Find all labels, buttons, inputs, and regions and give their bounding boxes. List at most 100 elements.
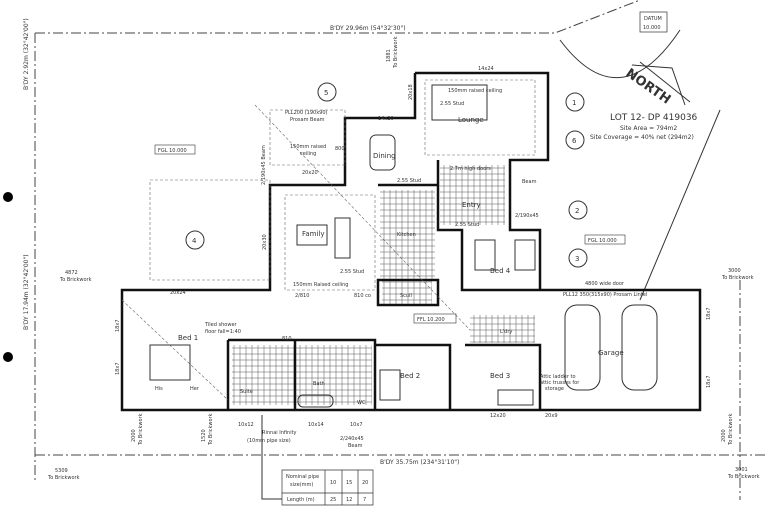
section-markers: 1 2 3 4 5 6 bbox=[185, 82, 588, 268]
svg-text:150mm Raised ceiling: 150mm Raised ceiling bbox=[293, 282, 348, 288]
svg-text:2/240x45: 2/240x45 bbox=[340, 436, 364, 442]
site-boundary bbox=[34, 0, 768, 500]
svg-text:Beam: Beam bbox=[522, 179, 537, 185]
car-icon bbox=[564, 304, 601, 391]
lot-title: LOT 12- DP 419036 bbox=[610, 113, 698, 123]
north-label: NORTH bbox=[623, 66, 673, 108]
svg-text:14x24: 14x24 bbox=[478, 66, 494, 72]
svg-text:Dining: Dining bbox=[373, 152, 396, 160]
svg-text:18x7: 18x7 bbox=[115, 362, 121, 375]
pipe-table: Nominal pipe size(mm) 10 15 20 Length (m… bbox=[261, 415, 374, 506]
svg-text:18x7: 18x7 bbox=[706, 375, 712, 388]
svg-text:FGL 10.000: FGL 10.000 bbox=[158, 148, 187, 154]
svg-text:2: 2 bbox=[575, 207, 579, 215]
svg-text:800: 800 bbox=[335, 146, 345, 152]
svg-text:PLL12 350(315x90) Prosam Linte: PLL12 350(315x90) Prosam Lintel bbox=[563, 292, 647, 298]
svg-text:To Brickwork: To Brickwork bbox=[728, 413, 734, 446]
datum-label: DATUM bbox=[644, 16, 662, 22]
boundary-left-top-label: B'DY 2.92m (32°42'00") bbox=[23, 18, 30, 90]
window-labels: 14x20 14x24 20x18 20x20 20x30 20x24 18x7… bbox=[115, 66, 712, 428]
svg-text:20x20: 20x20 bbox=[302, 170, 318, 176]
svg-text:Bath: Bath bbox=[313, 381, 325, 387]
svg-text:10x14: 10x14 bbox=[308, 422, 324, 428]
svg-text:Suite: Suite bbox=[240, 389, 253, 395]
svg-text:floor fall=1:40: floor fall=1:40 bbox=[205, 329, 241, 335]
svg-text:To Brickwork: To Brickwork bbox=[59, 277, 92, 283]
ceiling-dashed-outlines bbox=[121, 79, 536, 401]
svg-text:His: His bbox=[155, 386, 163, 392]
svg-text:L'dry: L'dry bbox=[500, 329, 512, 335]
svg-text:WC: WC bbox=[357, 400, 366, 406]
svg-text:18x7: 18x7 bbox=[706, 307, 712, 320]
svg-text:To Brickwork: To Brickwork bbox=[47, 475, 80, 481]
svg-text:To Brickwork: To Brickwork bbox=[138, 413, 144, 446]
boundary-top-label: B'DY 29.96m (54°32'30") bbox=[330, 25, 406, 32]
svg-text:4800 wide door: 4800 wide door bbox=[585, 281, 625, 287]
svg-text:2/810: 2/810 bbox=[295, 293, 309, 299]
car-icon bbox=[621, 304, 658, 391]
svg-text:12x20: 12x20 bbox=[490, 413, 506, 419]
svg-text:810: 810 bbox=[282, 336, 292, 342]
tiled-floors bbox=[232, 165, 535, 405]
svg-text:25: 25 bbox=[330, 497, 336, 503]
svg-text:5309: 5309 bbox=[55, 468, 68, 474]
svg-text:To Brickwork: To Brickwork bbox=[393, 36, 399, 69]
svg-text:18x7: 18x7 bbox=[115, 319, 121, 332]
svg-text:20: 20 bbox=[362, 480, 368, 486]
svg-text:To Brickwork: To Brickwork bbox=[727, 474, 760, 480]
svg-text:6: 6 bbox=[572, 137, 577, 145]
boundary-left-label: B'DY 17.94m (32°42'00") bbox=[23, 254, 30, 330]
svg-text:10x7: 10x7 bbox=[350, 422, 363, 428]
svg-text:2.55 Stud: 2.55 Stud bbox=[340, 269, 364, 275]
svg-text:2.55 Stud: 2.55 Stud bbox=[440, 101, 464, 107]
svg-text:20x30: 20x30 bbox=[262, 234, 268, 250]
svg-text:To Brickwork: To Brickwork bbox=[721, 275, 754, 281]
svg-text:PLL200 (190x90): PLL200 (190x90) bbox=[285, 110, 328, 116]
svg-text:3: 3 bbox=[575, 255, 579, 263]
svg-text:10x12: 10x12 bbox=[238, 422, 254, 428]
svg-text:2/190x45: 2/190x45 bbox=[515, 213, 539, 219]
svg-text:2000: 2000 bbox=[721, 429, 727, 442]
svg-text:FGL 10.000: FGL 10.000 bbox=[588, 238, 617, 244]
svg-text:10: 10 bbox=[330, 480, 336, 486]
svg-text:To Brickwork: To Brickwork bbox=[208, 413, 214, 446]
punch-hole bbox=[3, 352, 13, 362]
svg-text:Nominal pipe: Nominal pipe bbox=[286, 474, 319, 480]
site-coverage: Site Coverage = 40% net (294m2) bbox=[590, 134, 694, 141]
svg-text:3000: 3000 bbox=[728, 268, 741, 274]
svg-text:Bed 4: Bed 4 bbox=[490, 267, 511, 275]
svg-text:4: 4 bbox=[192, 237, 197, 245]
boundary-bottom-label: B'DY 35.75m (234°31'10") bbox=[380, 459, 459, 466]
notes: 2.55 Stud 150mm raised ceiling 2.55 Stud… bbox=[204, 88, 647, 449]
svg-text:1881: 1881 bbox=[386, 49, 392, 62]
svg-text:810 co: 810 co bbox=[354, 293, 371, 299]
svg-text:4872: 4872 bbox=[65, 270, 78, 276]
bathtub-icon bbox=[297, 394, 334, 408]
levels: FGL 10.000 FGL 10.000 FFL 10.200 bbox=[154, 144, 626, 324]
svg-text:2.55 Stud: 2.55 Stud bbox=[397, 178, 421, 184]
svg-text:Bed 2: Bed 2 bbox=[400, 372, 420, 380]
svg-text:15: 15 bbox=[346, 480, 352, 486]
north-arrow-icon bbox=[631, 61, 691, 106]
svg-text:Length (m): Length (m) bbox=[287, 497, 315, 503]
svg-text:12: 12 bbox=[346, 497, 352, 503]
svg-text:20x9: 20x9 bbox=[545, 413, 558, 419]
datum-value: 10.000 bbox=[643, 25, 661, 31]
svg-text:Her: Her bbox=[190, 386, 200, 392]
svg-text:3001: 3001 bbox=[735, 467, 748, 473]
svg-text:2000: 2000 bbox=[131, 429, 137, 442]
svg-text:150mm raised: 150mm raised bbox=[290, 144, 326, 150]
svg-text:ceiling: ceiling bbox=[300, 151, 316, 157]
svg-text:1: 1 bbox=[572, 99, 576, 107]
svg-text:size(mm): size(mm) bbox=[290, 482, 313, 488]
svg-text:(10mm pipe size): (10mm pipe size) bbox=[247, 438, 291, 444]
svg-text:5: 5 bbox=[324, 89, 328, 97]
svg-text:2/190x45 Beam: 2/190x45 Beam bbox=[261, 145, 267, 185]
furniture bbox=[149, 84, 658, 408]
svg-text:Scull: Scull bbox=[400, 293, 412, 299]
room-labels: Lounge Dining Family Kitchen Entry Bed 4… bbox=[155, 116, 624, 406]
svg-text:2.55 Stud: 2.55 Stud bbox=[455, 222, 479, 228]
svg-text:Prosam Beam: Prosam Beam bbox=[290, 117, 325, 123]
svg-text:Tiled shower: Tiled shower bbox=[204, 322, 238, 328]
